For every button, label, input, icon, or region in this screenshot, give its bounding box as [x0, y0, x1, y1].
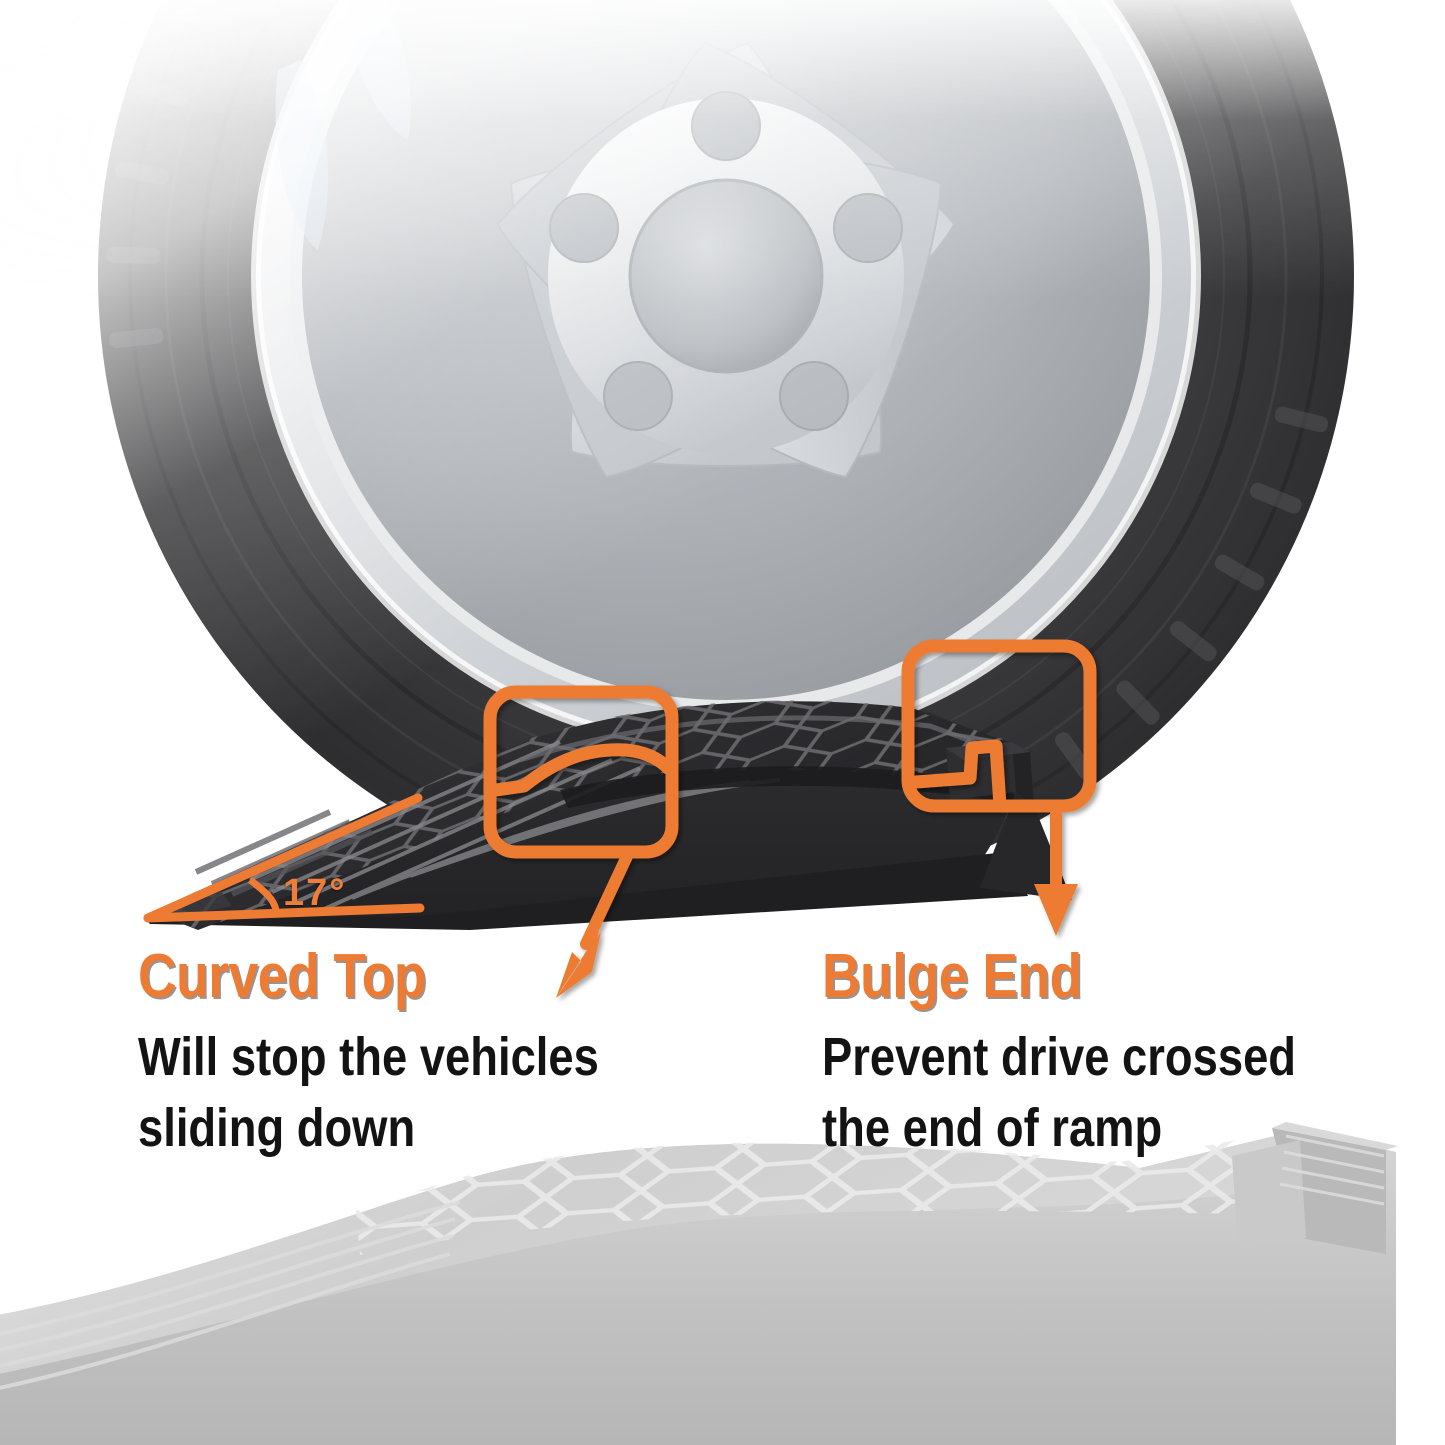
feature-curved-top-body: Will stop the vehicles sliding down: [138, 1022, 599, 1165]
callout-curved-top: [483, 685, 679, 998]
feature-bulge-end-line-2: the end of ramp: [822, 1098, 1163, 1159]
feature-curved-top: Curved Top Will stop the vehicles slidin…: [138, 946, 687, 1165]
feature-bulge-end-body: Prevent drive crossed the end of ramp: [822, 1022, 1296, 1165]
callout-bulge-end: [901, 639, 1097, 936]
feature-bulge-end-title: Bulge End: [822, 942, 1082, 1011]
angle-annotation-graphic: [143, 793, 425, 923]
feature-bulge-end-line-1: Prevent drive crossed: [822, 1027, 1297, 1087]
feature-curved-top-line-2: sliding down: [138, 1098, 416, 1159]
feature-curved-top-line-1: Will stop the vehicles: [138, 1027, 599, 1087]
feature-curved-top-title: Curved Top: [138, 942, 426, 1011]
feature-bulge-end: Bulge End Prevent drive crossed the end …: [822, 946, 1386, 1165]
angle-label: 17°: [283, 872, 347, 914]
